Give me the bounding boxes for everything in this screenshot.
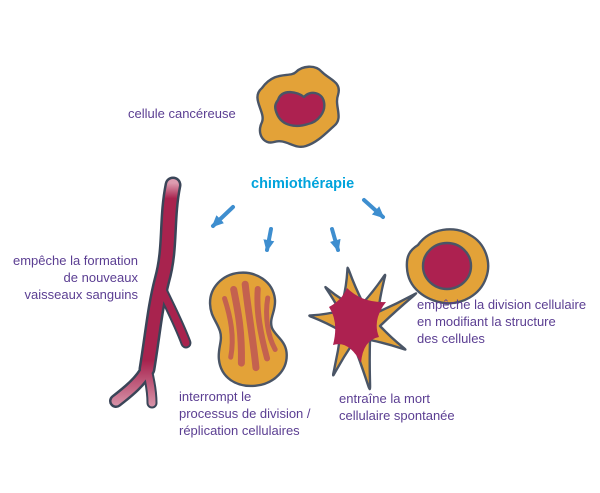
- arrow-down-icon: [329, 227, 341, 252]
- dividing-cell-icon: [208, 271, 288, 388]
- label-effect-vessel: empêche la formation de nouveaux vaissea…: [12, 253, 138, 302]
- label-effect-structure: empêche la division cellulaire en modifi…: [417, 297, 587, 346]
- spindle-fibers: [222, 280, 278, 372]
- cancer-cell-icon: [256, 65, 340, 149]
- arrow-down-icon: [263, 227, 275, 252]
- apoptotic-cell-icon: [308, 266, 418, 391]
- label-chemotherapy-title: chimiothérapie: [251, 176, 355, 192]
- label-effect-death: entraîne la mort cellulaire spontanée: [339, 391, 455, 423]
- arrow-down-left-icon: [211, 205, 235, 228]
- apoptotic-cell-nucleus: [329, 288, 386, 363]
- label-cancer-cell: cellule cancéreuse: [128, 106, 236, 121]
- arrow-down-right-icon: [362, 198, 385, 219]
- chemotherapy-arrows: [211, 198, 385, 252]
- modified-cell-icon: [405, 228, 490, 305]
- blood-vessel-icon: [109, 176, 192, 409]
- cancer-cell-nucleus: [274, 90, 326, 128]
- modified-cell-nucleus: [421, 241, 473, 291]
- label-effect-division: interrompt le processus de division / ré…: [179, 389, 311, 438]
